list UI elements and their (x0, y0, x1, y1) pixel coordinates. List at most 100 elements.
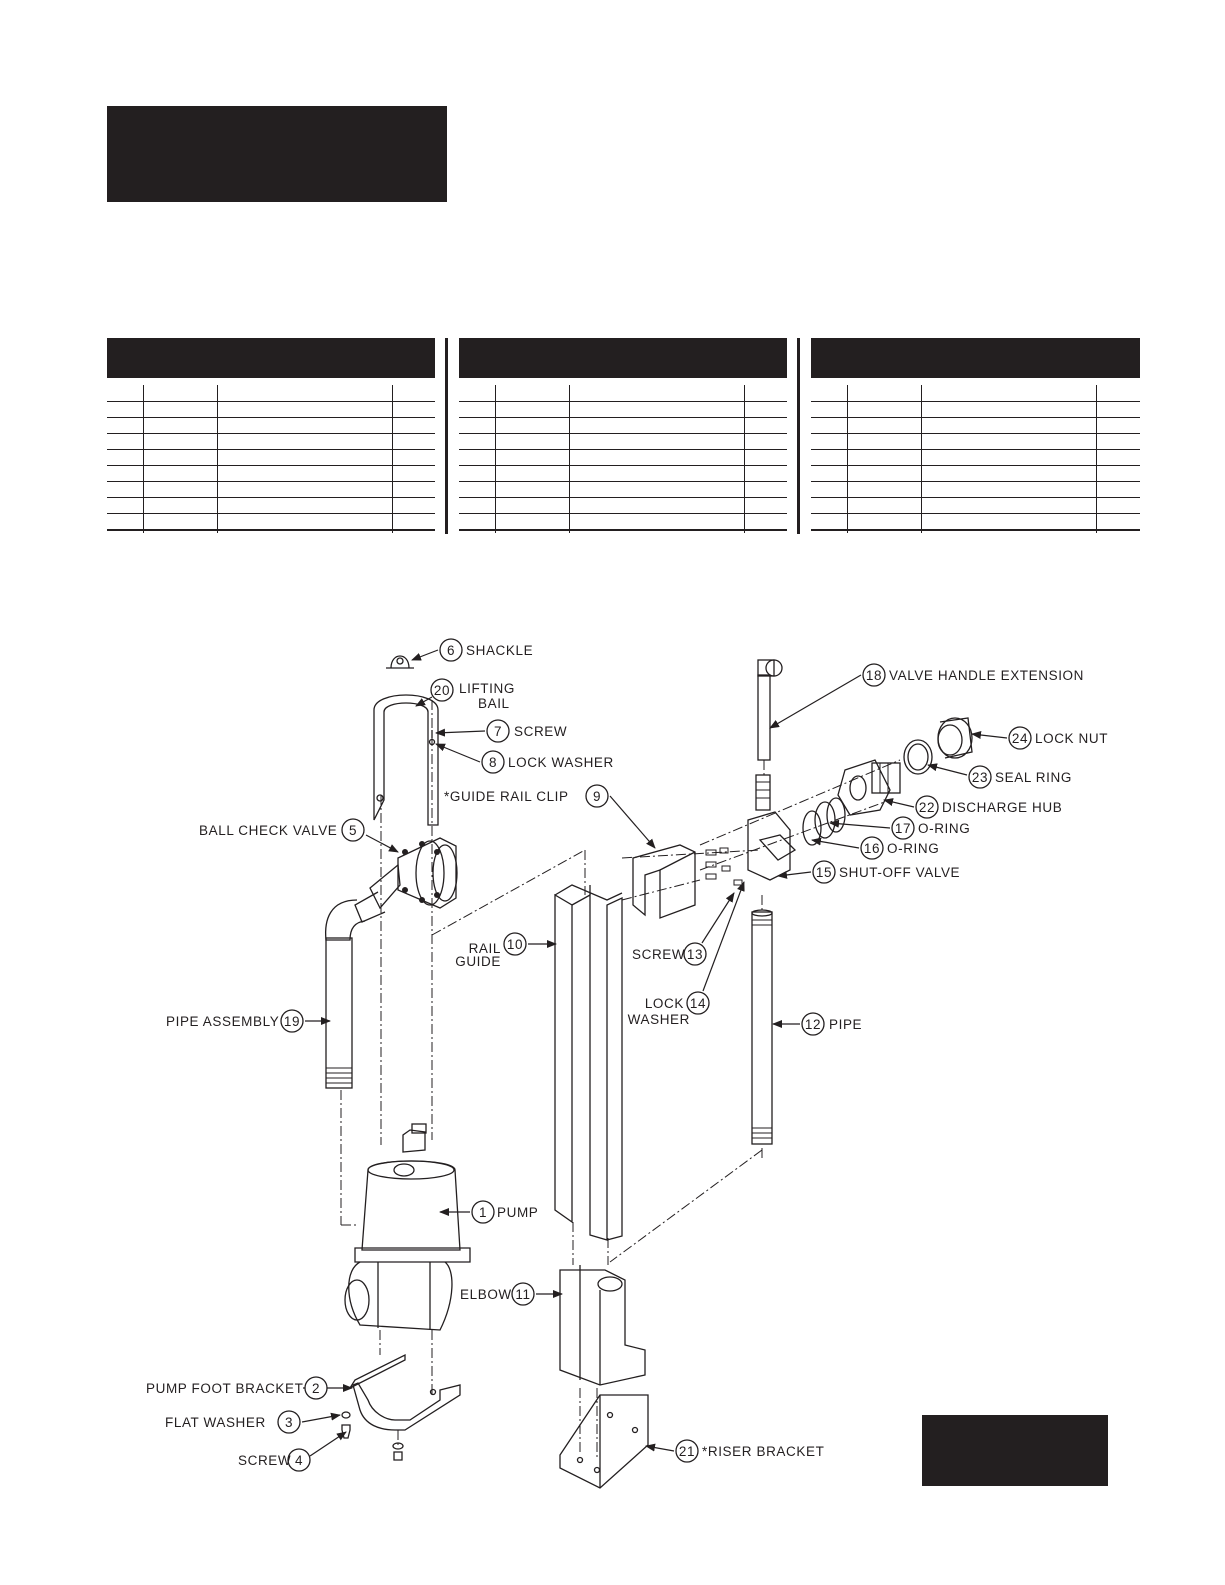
leader-arrow (415, 696, 433, 707)
callout-label: FLAT WASHER (165, 1415, 266, 1430)
callout-label: O-RING (918, 821, 970, 836)
leader-arrow (702, 881, 745, 992)
table-rule (811, 433, 1140, 434)
leader-arrow (435, 743, 481, 763)
table-rule (459, 433, 787, 434)
callout-number: 17 (895, 821, 911, 836)
page-number-block (922, 1415, 1108, 1486)
table-rule (107, 401, 435, 402)
table-column-rule (744, 385, 745, 533)
callout-number: 20 (434, 683, 450, 698)
callout-label-line2: GUIDE (455, 954, 501, 969)
parts-table-3 (811, 338, 1140, 534)
callout-bubble (304, 1376, 328, 1400)
callout-label: BALL CHECK VALVE (199, 823, 337, 838)
leader-arrow (769, 674, 862, 729)
callout-17: 17 O-RING (829, 816, 970, 840)
title-block (107, 106, 447, 202)
callout-number: 18 (866, 668, 882, 683)
callout-label: LIFTING (459, 681, 515, 696)
table-rule (107, 513, 435, 514)
table-rule (811, 417, 1140, 418)
callout-bubble (686, 991, 710, 1015)
parts-table-header (811, 338, 1140, 378)
callout-number: 7 (494, 724, 502, 739)
callout-4: 4 SCREW (238, 1431, 347, 1472)
callout-number: 8 (489, 755, 497, 770)
callout-bubble (860, 836, 884, 860)
table-column-rule (921, 385, 922, 533)
table-rule (459, 417, 787, 418)
table-rule (107, 417, 435, 418)
table-rule (811, 497, 1140, 498)
callout-label: SHUT-OFF VALVE (839, 865, 960, 880)
callout-number: 14 (690, 996, 706, 1011)
callout-bubble (915, 795, 939, 819)
callout-number: 4 (295, 1453, 303, 1468)
callout-label: DISCHARGE HUB (942, 800, 1062, 815)
callout-bubble (1008, 726, 1032, 750)
callout-label: VALVE HANDLE EXTENSION (889, 668, 1084, 683)
callout-label-line2: BAIL (478, 696, 510, 711)
callout-bubble (481, 750, 505, 774)
callout-number: 9 (593, 789, 601, 804)
table-rule (459, 513, 787, 514)
callout-label: SCREW (238, 1453, 291, 1468)
parts-table-1 (107, 338, 435, 534)
callout-number: 23 (972, 770, 988, 785)
table-rule (811, 481, 1140, 482)
callout-bubble (439, 638, 463, 662)
parts-table-header (459, 338, 787, 378)
callout-bubble (503, 932, 527, 956)
callout-21: 21*RISER BRACKET (645, 1439, 824, 1463)
table-rule (107, 465, 435, 466)
callout-15: 15 SHUT-OFF VALVE (777, 860, 960, 884)
callout-bubble (891, 816, 915, 840)
callout-bubble (683, 942, 707, 966)
table-divider (797, 338, 800, 534)
callout-label: SHACKLE (466, 643, 533, 658)
table-column-rule (217, 385, 218, 533)
table-rule (107, 433, 435, 434)
callout-number: 1 (479, 1205, 487, 1220)
table-rule (459, 529, 787, 531)
callout-bubble (968, 765, 992, 789)
callout-number: 24 (1012, 731, 1028, 746)
callout-9: 9*GUIDE RAIL CLIP (444, 784, 656, 849)
callout-number: 12 (805, 1017, 821, 1032)
table-column-rule (392, 385, 393, 533)
callout-number: 6 (447, 643, 455, 658)
callout-number: 21 (679, 1444, 695, 1459)
parts-table-header (107, 338, 435, 378)
table-rule (811, 513, 1140, 514)
callout-label: RAIL (469, 941, 501, 956)
callout-number: 16 (864, 841, 880, 856)
callout-22: 22 DISCHARGE HUB (883, 795, 1062, 819)
leader-arrow (927, 763, 968, 776)
callout-number: 22 (919, 800, 935, 815)
table-rule (811, 529, 1140, 531)
callout-label: SCREW (514, 724, 567, 739)
table-rule (811, 401, 1140, 402)
callout-bubble (277, 1410, 301, 1434)
callout-bubble (471, 1200, 495, 1224)
callout-7: 7 SCREW (435, 719, 567, 743)
callout-number: 15 (816, 865, 832, 880)
table-rule (459, 481, 787, 482)
leader-arrow (435, 728, 486, 737)
leader-arrow (365, 834, 399, 853)
callout-bubble (585, 784, 609, 808)
callout-bubble (511, 1282, 535, 1306)
callout-18: 18 VALVE HANDLE EXTENSION (769, 663, 1084, 729)
